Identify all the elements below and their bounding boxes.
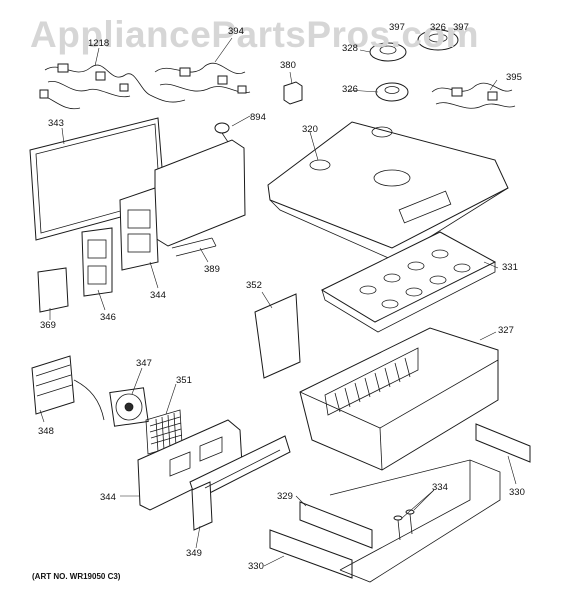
art-number: (ART NO. WR19050 C3) [32, 572, 121, 581]
plate-352 [254, 293, 301, 379]
callout-346: 346 [100, 312, 116, 323]
callout-326-mid: 326 [342, 84, 358, 95]
evaporator-348 [31, 355, 105, 421]
callout-397-right: 397 [453, 22, 469, 33]
duct-344 [154, 139, 246, 247]
callout-369: 369 [40, 320, 56, 331]
callout-351: 351 [176, 375, 192, 386]
watermark: AppliancePartsPros.com [30, 14, 479, 55]
callout-347: 347 [136, 358, 152, 369]
cover-320 [267, 121, 509, 261]
callout-334: 334 [432, 482, 448, 493]
callout-320: 320 [302, 124, 318, 135]
callout-328: 328 [342, 43, 358, 54]
wire-harness-395 [431, 82, 516, 109]
bin-327 [299, 327, 499, 471]
callout-395: 395 [506, 72, 522, 83]
handle-349 [189, 435, 291, 531]
wire-harness-1218 [39, 63, 151, 110]
clip-380 [283, 81, 303, 105]
callout-352: 352 [246, 280, 262, 291]
callout-326-top: 326 [430, 22, 446, 33]
callout-349: 349 [186, 548, 202, 559]
slide-329 [299, 501, 373, 549]
fan-347 [109, 387, 149, 427]
callout-343: 343 [48, 118, 64, 129]
leader-lines [39, 37, 517, 567]
callout-397-left: 397 [389, 22, 405, 33]
fan-blade-326 [375, 82, 409, 102]
callout-327: 327 [498, 325, 514, 336]
callout-389: 389 [204, 264, 220, 275]
callout-894: 894 [250, 112, 266, 123]
callout-344-lower: 344 [100, 492, 116, 503]
fan-motor-assembly [369, 29, 459, 62]
callout-330-right: 330 [509, 487, 525, 498]
rail-330-bottom [269, 529, 353, 579]
callout-329: 329 [277, 491, 293, 502]
callout-348: 348 [38, 426, 54, 437]
callout-380: 380 [280, 60, 296, 71]
frame [329, 459, 501, 583]
callout-1218: 1218 [88, 38, 110, 49]
tray-331 [320, 231, 497, 333]
module-369 [37, 267, 69, 313]
callout-330-bottom: 330 [248, 561, 264, 572]
callout-394: 394 [228, 26, 244, 37]
wire-harness-394 [149, 63, 251, 103]
rail-330-right [475, 423, 531, 463]
callout-331: 331 [502, 262, 518, 273]
bracket-346 [81, 227, 113, 297]
callout-344-upper: 344 [150, 290, 166, 301]
sensor-389 [171, 237, 217, 257]
